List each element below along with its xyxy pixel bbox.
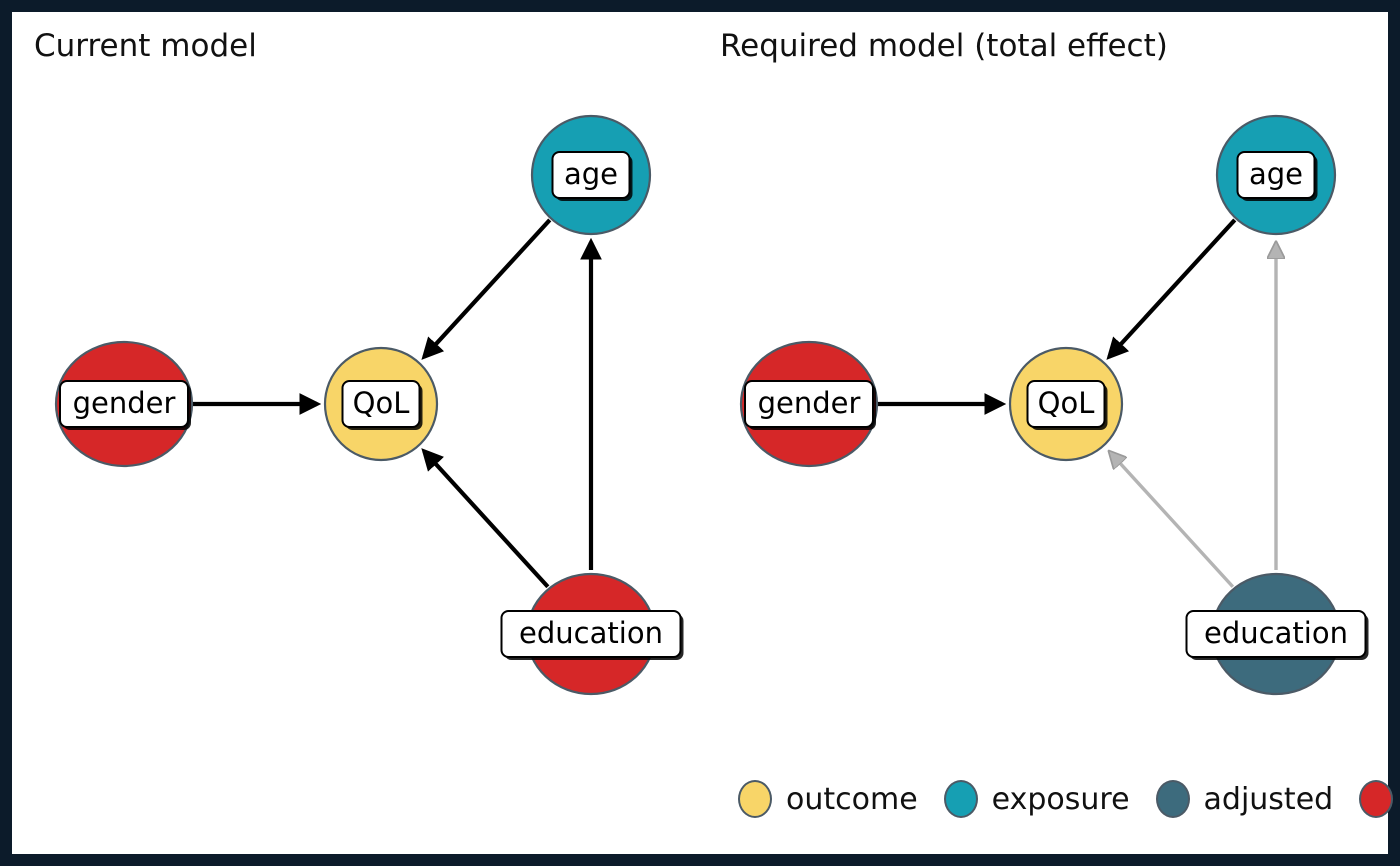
node-label-education: education <box>519 616 663 650</box>
node-label-box-gender <box>59 380 189 428</box>
node-age[interactable]: age <box>1215 114 1337 236</box>
legend-label: exposure <box>991 781 1130 817</box>
legend-swatch-icon <box>1359 780 1394 818</box>
figure-canvas: Current model Required model (total effe… <box>12 12 1388 854</box>
node-age[interactable]: age <box>530 114 652 236</box>
legend-item-outcome: outcome <box>738 780 918 818</box>
legend-swatch-icon <box>738 780 772 818</box>
nodes-layer: gender QoL age education gender QoL age educati… <box>54 114 1369 696</box>
node-education[interactable]: education <box>500 572 684 696</box>
node-label-box-qol <box>341 380 421 428</box>
node-label-qol: QoL <box>1038 386 1095 420</box>
node-label-box-age <box>1236 151 1316 199</box>
legend-label: adjusted <box>1203 781 1334 817</box>
node-label-gender: gender <box>758 386 861 420</box>
legend-item-adjusted: adjusted <box>1155 780 1334 818</box>
edges-layer <box>191 218 1276 589</box>
node-label-box-gender <box>744 380 874 428</box>
node-qol[interactable]: QoL <box>1008 346 1124 462</box>
node-label-box-qol <box>1026 380 1106 428</box>
node-qol[interactable]: QoL <box>323 346 439 462</box>
panel-title-current: Current model <box>34 28 257 64</box>
node-education[interactable]: education <box>1185 572 1369 696</box>
node-label-gender: gender <box>73 386 176 420</box>
legend-swatch-icon <box>943 780 978 818</box>
legend-label: outcome <box>786 781 918 817</box>
node-label-education: education <box>1204 616 1348 650</box>
edge-age-to-qol <box>421 218 552 360</box>
legend-swatch-icon <box>1155 780 1190 818</box>
node-gender[interactable]: gender <box>54 340 194 468</box>
edge-age-to-qol <box>1106 218 1237 360</box>
node-label-box-education <box>500 610 682 658</box>
legend-item-unobserved <box>1359 780 1394 818</box>
legend-item-exposure: exposure <box>943 780 1130 818</box>
node-label-age: age <box>564 157 618 191</box>
node-gender[interactable]: gender <box>739 340 879 468</box>
edge-education-to-qol <box>1111 453 1235 588</box>
node-label-box-age <box>551 151 631 199</box>
node-label-qol: QoL <box>353 386 410 420</box>
node-label-age: age <box>1249 157 1303 191</box>
edge-education-to-qol <box>421 448 550 589</box>
legend: outcome exposure adjusted <box>738 768 1400 830</box>
node-label-box-education <box>1185 610 1367 658</box>
panel-title-required: Required model (total effect) <box>720 28 1168 64</box>
